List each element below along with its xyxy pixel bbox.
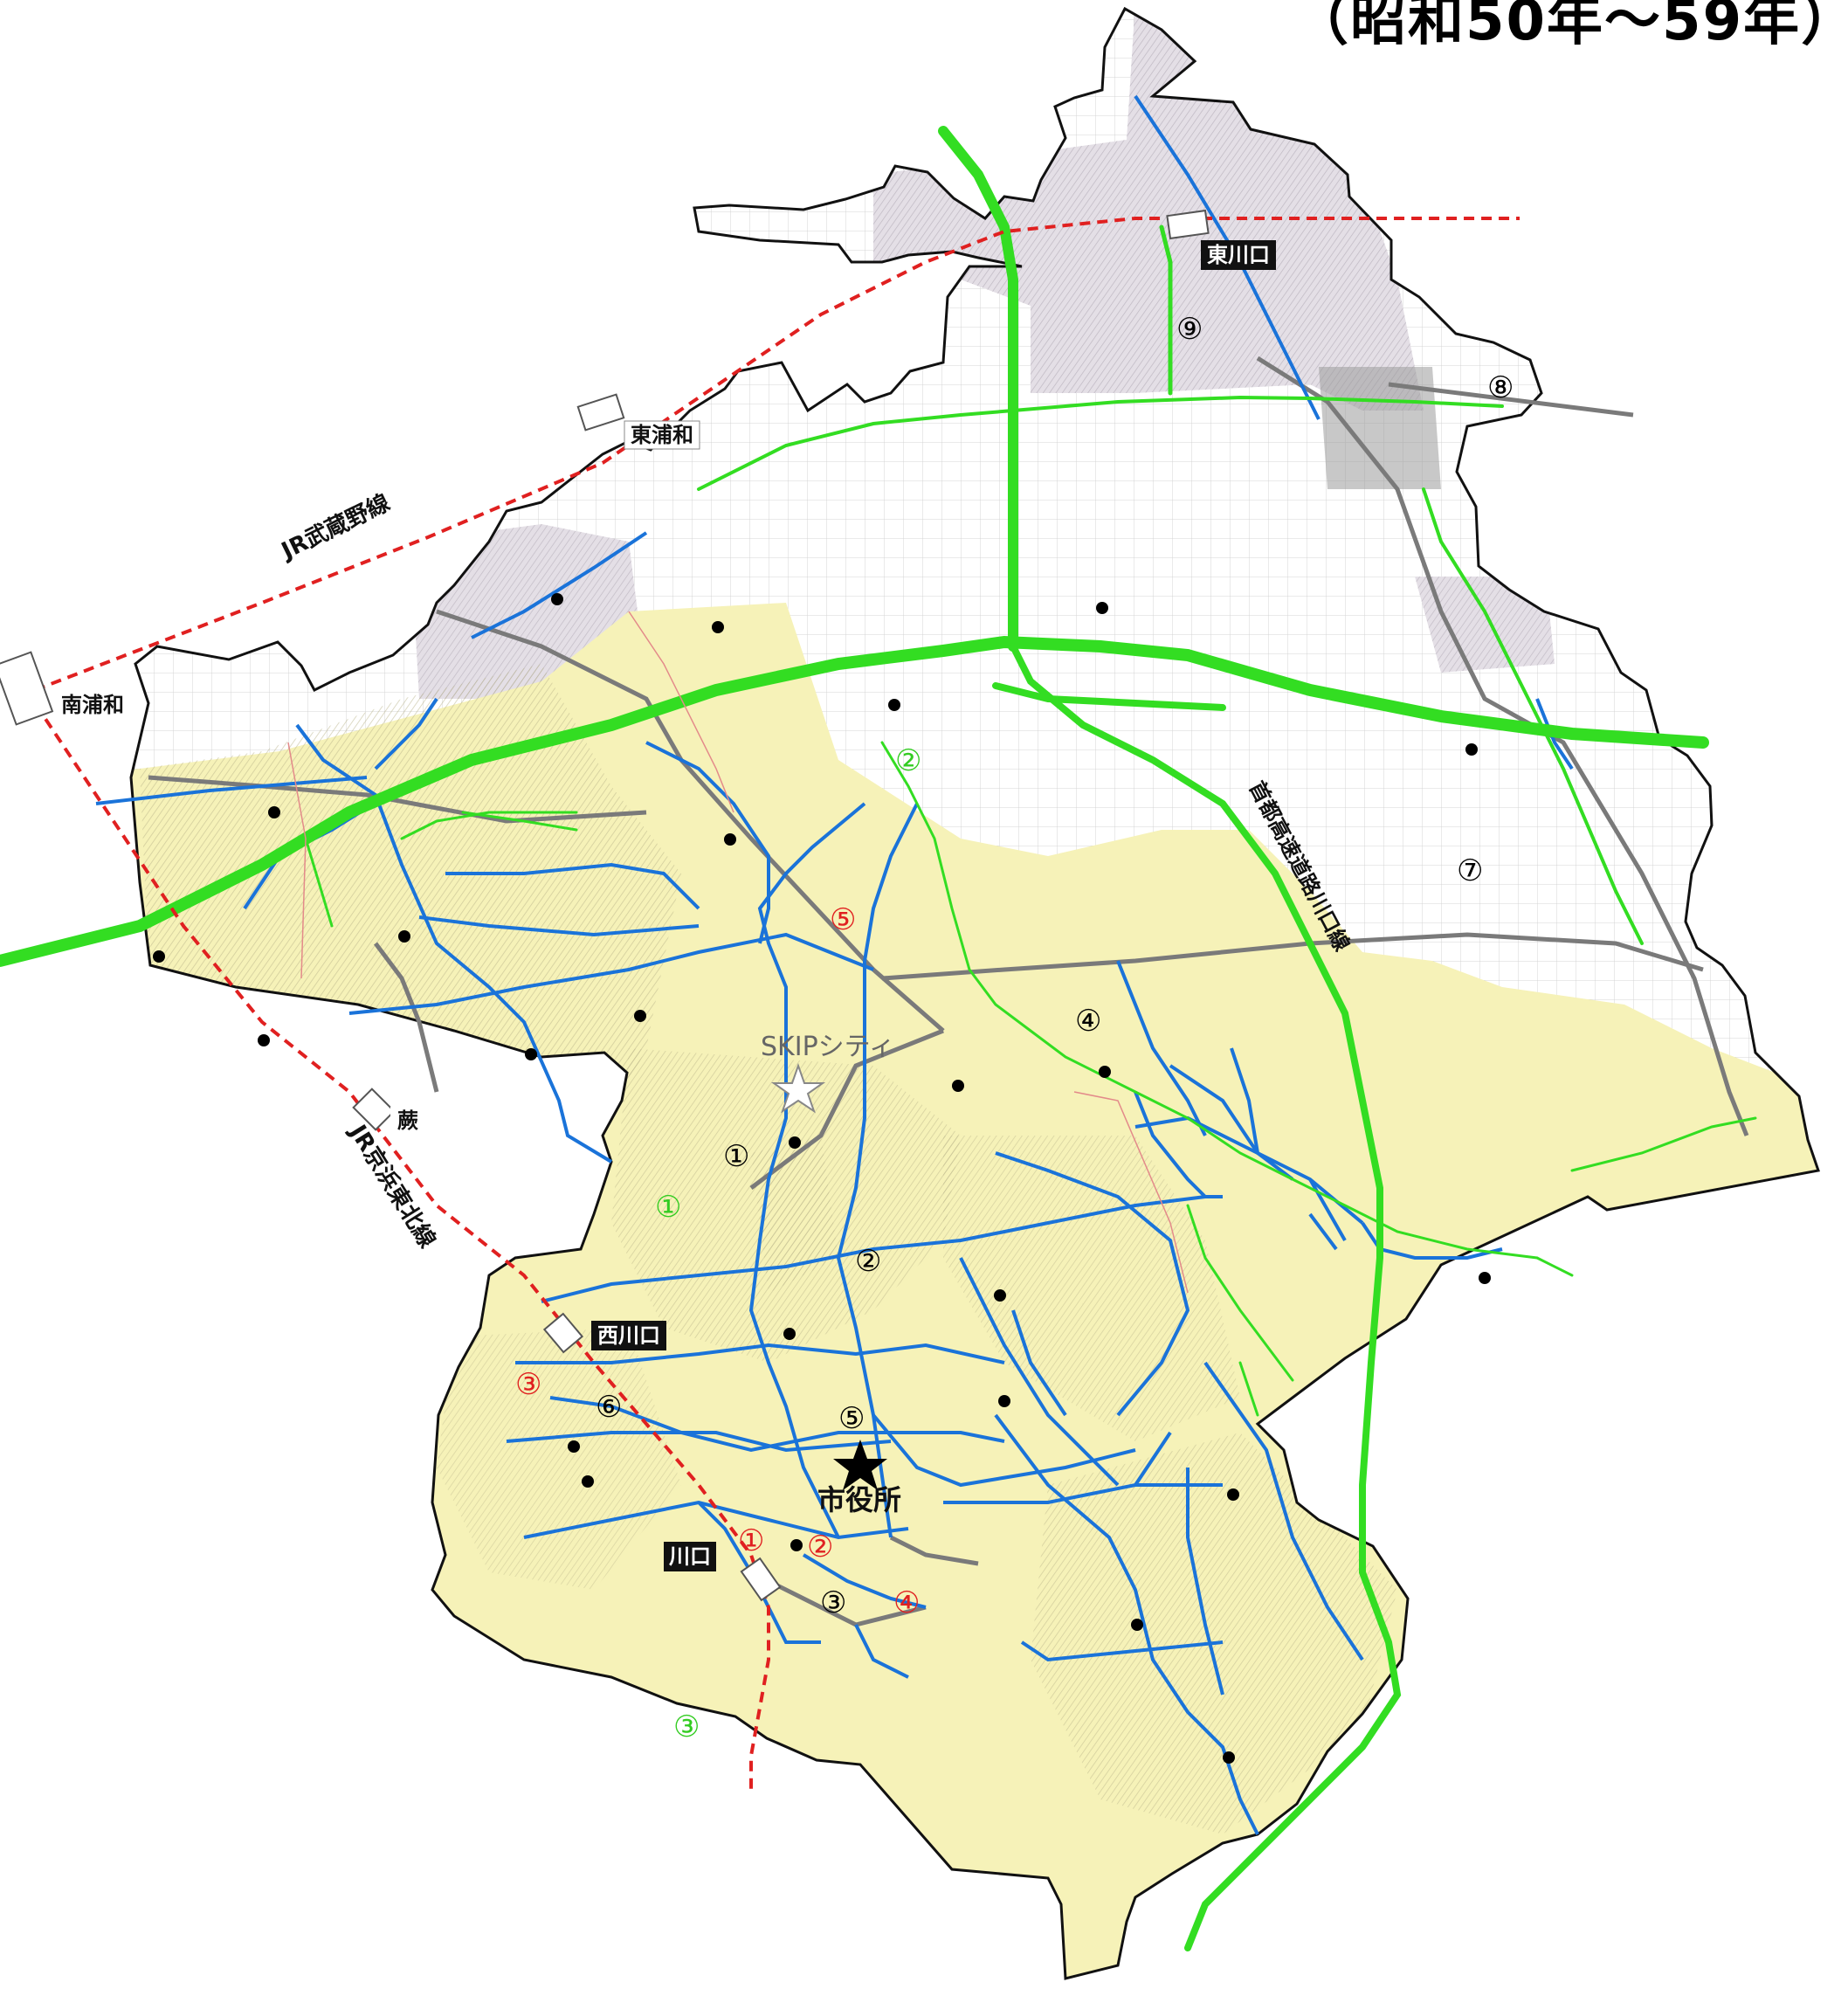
- svg-text:東川口: 東川口: [1207, 243, 1270, 267]
- red-markers: ① ② ③ ④ ⑤: [515, 902, 920, 1620]
- black-marker-3: ③: [820, 1585, 846, 1620]
- station-labels: 東川口 東浦和 南浦和 蕨 西川口 川口: [55, 240, 1276, 1571]
- svg-text:南浦和: 南浦和: [61, 693, 124, 717]
- station-label-higashi-urawa: 東浦和: [624, 420, 700, 450]
- red-marker-2: ②: [807, 1530, 833, 1564]
- green-roads: [0, 126, 1757, 1951]
- svg-text:蕨: 蕨: [397, 1108, 418, 1133]
- skip-city-star-icon: [770, 1062, 826, 1114]
- black-marker-6: ⑥: [596, 1390, 622, 1425]
- city-boundary: [129, 6, 1820, 1980]
- facility-dot: [724, 833, 736, 846]
- facility-dots: [153, 593, 1491, 1764]
- black-marker-5: ⑤: [838, 1401, 865, 1436]
- city-hall-label: 市役所: [817, 1483, 901, 1516]
- urbanized-boundary: [287, 611, 1189, 1294]
- facility-dot: [1479, 1272, 1491, 1284]
- facility-dot: [582, 1475, 594, 1488]
- black-marker-1: ①: [723, 1139, 749, 1174]
- station-label-minami-urawa: 南浦和: [55, 690, 130, 720]
- facility-dot: [398, 930, 410, 943]
- keihin-tohoku-line-label: JR京浜東北線: [343, 1119, 441, 1253]
- facility-dot: [268, 806, 280, 818]
- facility-dot: [1465, 743, 1478, 756]
- red-marker-5: ⑤: [830, 902, 856, 937]
- red-marker-4: ④: [893, 1585, 920, 1620]
- svg-text:東浦和: 東浦和: [631, 423, 693, 447]
- station-label-nishi-kawaguchi: 西川口: [591, 1321, 666, 1350]
- facility-dot: [1096, 602, 1108, 614]
- station-label-warabi: 蕨: [390, 1107, 425, 1135]
- facility-dot: [952, 1080, 964, 1092]
- facility-dot: [994, 1289, 1006, 1302]
- stations: [0, 209, 1210, 1602]
- facility-dot: [568, 1440, 580, 1453]
- black-marker-9: ⑨: [1176, 312, 1203, 347]
- red-marker-3: ③: [515, 1367, 541, 1402]
- skip-city-label: SKIPシティ: [761, 1032, 895, 1062]
- facility-dot: [1099, 1066, 1111, 1078]
- black-markers: ① ② ③ ④ ⑤ ⑥ ⑦ ⑧ ⑨: [596, 312, 1514, 1620]
- facility-dot: [783, 1328, 796, 1340]
- station-box-higashi-kawaguchi: [1166, 209, 1210, 240]
- station-box-kawaguchi: [740, 1557, 782, 1602]
- green-marker-3: ③: [673, 1709, 700, 1744]
- city-hall-star-icon: [833, 1440, 887, 1490]
- station-box-warabi: [352, 1088, 396, 1131]
- facility-dot: [1223, 1751, 1235, 1764]
- facility-dot: [790, 1539, 803, 1551]
- black-marker-4: ④: [1075, 1004, 1101, 1039]
- green-markers: ① ② ③: [655, 743, 921, 1744]
- facility-dot: [789, 1136, 801, 1149]
- black-marker-2: ②: [855, 1244, 881, 1279]
- svg-text:西川口: 西川口: [597, 1323, 660, 1348]
- station-box-higashi-urawa: [576, 393, 625, 432]
- station-label-higashi-kawaguchi: 東川口: [1201, 240, 1276, 270]
- red-marker-1: ①: [738, 1523, 764, 1558]
- map-title: （昭和50年～59年）: [1293, 0, 1848, 53]
- musashino-line-label: JR武蔵野線: [276, 489, 395, 565]
- station-box-minami-urawa: [0, 651, 54, 726]
- facility-dot: [888, 699, 900, 711]
- black-marker-8: ⑧: [1487, 370, 1514, 405]
- facility-dot: [634, 1010, 646, 1022]
- facility-dot: [551, 593, 563, 605]
- green-marker-2: ②: [895, 743, 921, 778]
- svg-text:川口: 川口: [669, 1544, 711, 1569]
- station-label-kawaguchi: 川口: [664, 1542, 716, 1571]
- facility-dot: [1131, 1619, 1143, 1631]
- facility-dot: [1227, 1488, 1239, 1501]
- blue-roads: [95, 94, 1574, 1835]
- black-marker-7: ⑦: [1457, 853, 1483, 888]
- facility-dot: [153, 950, 165, 963]
- facility-dot: [998, 1395, 1010, 1407]
- green-marker-1: ①: [655, 1190, 681, 1225]
- facility-dot: [258, 1034, 270, 1046]
- station-box-nishi-kawaguchi: [542, 1312, 584, 1354]
- facility-dot: [712, 621, 724, 633]
- facility-dot: [525, 1048, 537, 1060]
